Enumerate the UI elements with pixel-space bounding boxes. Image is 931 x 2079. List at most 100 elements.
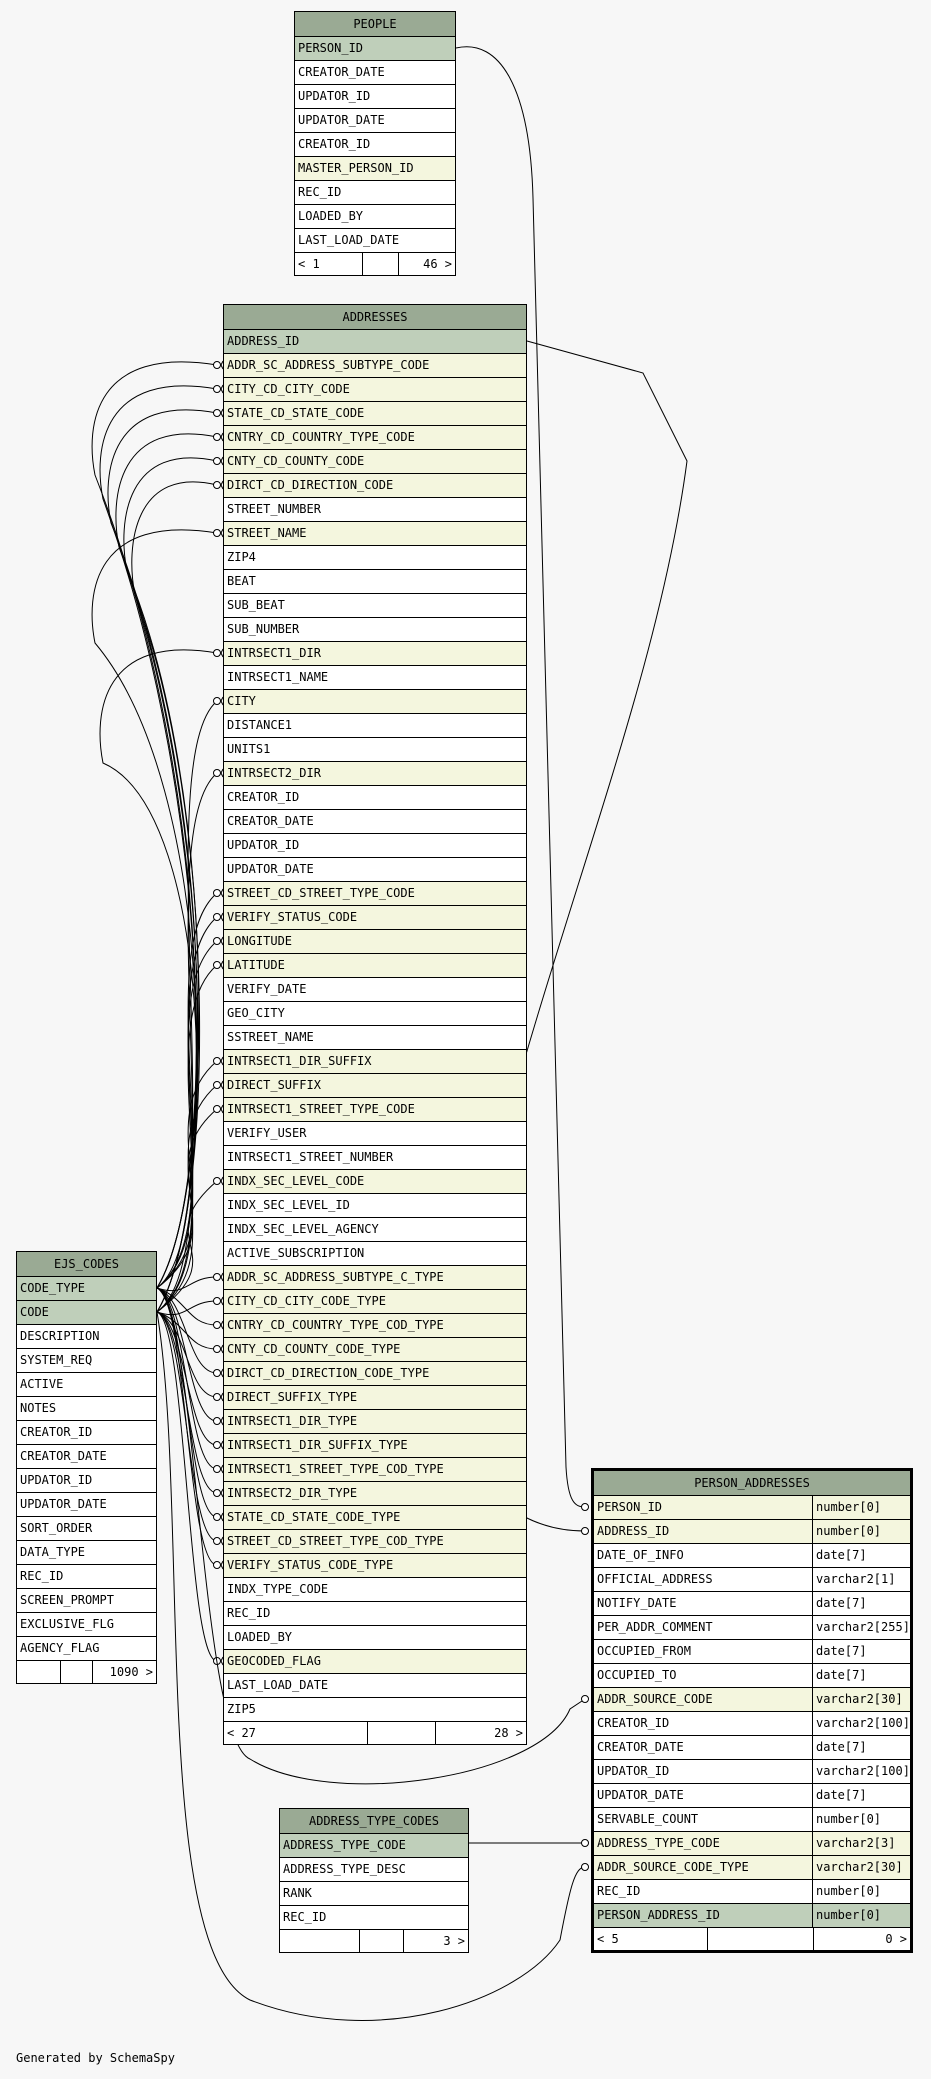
table-row[interactable]: ADDRESS_ID — [224, 330, 526, 354]
table-row[interactable]: CITY_CD_CITY_CODE — [224, 378, 526, 402]
table-row[interactable]: CNTY_CD_COUNTY_CODE — [224, 450, 526, 474]
table-row[interactable]: CITY — [224, 690, 526, 714]
table-row[interactable]: LOADED_BY — [224, 1626, 526, 1650]
table-row[interactable]: REC_ID — [295, 181, 455, 205]
table-row[interactable]: MASTER_PERSON_ID — [295, 157, 455, 181]
table-row[interactable]: GEOCODED_FLAG — [224, 1650, 526, 1674]
table-row[interactable]: ACTIVE — [17, 1373, 156, 1397]
table-row[interactable]: STREET_CD_STREET_TYPE_CODE — [224, 882, 526, 906]
table-row[interactable]: SUB_NUMBER — [224, 618, 526, 642]
table-row[interactable]: LAST_LOAD_DATE — [224, 1674, 526, 1698]
table-row[interactable]: AGENCY_FLAG — [17, 1637, 156, 1661]
table-row[interactable]: VERIFY_STATUS_CODE_TYPE — [224, 1554, 526, 1578]
table-row[interactable]: CREATOR_ID — [295, 133, 455, 157]
table-row[interactable]: DIRCT_CD_DIRECTION_CODE — [224, 474, 526, 498]
table-row[interactable]: CREATOR_ID — [17, 1421, 156, 1445]
table-row[interactable]: STATE_CD_STATE_CODE — [224, 402, 526, 426]
table-row[interactable]: ZIP4 — [224, 546, 526, 570]
table-row[interactable]: GEO_CITY — [224, 1002, 526, 1026]
table-row[interactable]: DISTANCE1 — [224, 714, 526, 738]
table-row[interactable]: VERIFY_USER — [224, 1122, 526, 1146]
table-row[interactable]: REC_ID — [17, 1565, 156, 1589]
table-row[interactable]: INTRSECT1_DIR_TYPE — [224, 1410, 526, 1434]
table-row[interactable]: UPDATOR_ID — [17, 1469, 156, 1493]
table-row[interactable]: BEAT — [224, 570, 526, 594]
table-row[interactable]: VERIFY_DATE — [224, 978, 526, 1002]
table-row[interactable]: INTRSECT1_DIR_SUFFIX — [224, 1050, 526, 1074]
table-row[interactable]: STREET_NUMBER — [224, 498, 526, 522]
table-row[interactable]: STREET_NAME — [224, 522, 526, 546]
table-row[interactable]: RANK — [280, 1882, 468, 1906]
table-row[interactable]: SUB_BEAT — [224, 594, 526, 618]
table-row[interactable]: CNTY_CD_COUNTY_CODE_TYPE — [224, 1338, 526, 1362]
table-row[interactable]: CREATOR_ID — [224, 786, 526, 810]
table-row[interactable]: INDX_TYPE_CODE — [224, 1578, 526, 1602]
table-row[interactable]: CODE_TYPE — [17, 1277, 156, 1301]
table-row[interactable]: SYSTEM_REQ — [17, 1349, 156, 1373]
table-row[interactable]: LOADED_BY — [295, 205, 455, 229]
table-row[interactable]: LATITUDE — [224, 954, 526, 978]
table-row[interactable]: EXCLUSIVE_FLG — [17, 1613, 156, 1637]
table-row[interactable]: DIRCT_CD_DIRECTION_CODE_TYPE — [224, 1362, 526, 1386]
table-row[interactable]: UNITS1 — [224, 738, 526, 762]
table-row[interactable]: UPDATOR_ID — [224, 834, 526, 858]
table-row[interactable]: INTRSECT1_STREET_TYPE_CODE — [224, 1098, 526, 1122]
table-row[interactable]: CODE — [17, 1301, 156, 1325]
table-row[interactable]: ACTIVE_SUBSCRIPTION — [224, 1242, 526, 1266]
table-row[interactable]: ZIP5 — [224, 1698, 526, 1722]
table-row[interactable]: INTRSECT2_DIR_TYPE — [224, 1482, 526, 1506]
table-row[interactable]: UPDATOR_DATE — [224, 858, 526, 882]
table-row[interactable]: INTRSECT1_DIR_SUFFIX_TYPE — [224, 1434, 526, 1458]
table-row[interactable]: ADDRESS_TYPE_DESC — [280, 1858, 468, 1882]
table-row[interactable]: NOTES — [17, 1397, 156, 1421]
table-row[interactable]: DIRECT_SUFFIX_TYPE — [224, 1386, 526, 1410]
table-row[interactable]: SORT_ORDER — [17, 1517, 156, 1541]
table-row[interactable]: CNTRY_CD_COUNTRY_TYPE_CODE — [224, 426, 526, 450]
table-row[interactable]: DATA_TYPE — [17, 1541, 156, 1565]
table-row[interactable]: SSTREET_NAME — [224, 1026, 526, 1050]
table-row[interactable]: INTRSECT2_DIR — [224, 762, 526, 786]
table-row[interactable]: INTRSECT1_NAME — [224, 666, 526, 690]
table-row[interactable]: INTRSECT1_DIR — [224, 642, 526, 666]
table-row[interactable]: VERIFY_STATUS_CODE — [224, 906, 526, 930]
table-row[interactable]: ADDRESS_TYPE_CODE — [280, 1834, 468, 1858]
table-row[interactable]: SCREEN_PROMPT — [17, 1589, 156, 1613]
table-row[interactable]: INDX_SEC_LEVEL_AGENCY — [224, 1218, 526, 1242]
table-row[interactable]: CNTRY_CD_COUNTRY_TYPE_COD_TYPE — [224, 1314, 526, 1338]
table-row[interactable]: ADDR_SC_ADDRESS_SUBTYPE_C_TYPE — [224, 1266, 526, 1290]
table-row[interactable]: UPDATOR_DATE — [295, 109, 455, 133]
table-row[interactable]: DESCRIPTION — [17, 1325, 156, 1349]
table-row[interactable]: PERSON_ID — [295, 37, 455, 61]
table-row[interactable]: REC_ID — [224, 1602, 526, 1626]
table-row[interactable]: INTRSECT1_STREET_NUMBER — [224, 1146, 526, 1170]
table-row[interactable]: UPDATOR_ID — [295, 85, 455, 109]
table-row[interactable]: LONGITUDE — [224, 930, 526, 954]
table-row[interactable]: LAST_LOAD_DATE — [295, 229, 455, 253]
table-row[interactable]: UPDATOR_DATE — [17, 1493, 156, 1517]
table-row[interactable]: CITY_CD_CITY_CODE_TYPE — [224, 1290, 526, 1314]
table-row[interactable]: CREATOR_DATE — [295, 61, 455, 85]
table-row[interactable]: REC_ID — [280, 1906, 468, 1930]
table-row[interactable]: ADDR_SC_ADDRESS_SUBTYPE_CODE — [224, 354, 526, 378]
